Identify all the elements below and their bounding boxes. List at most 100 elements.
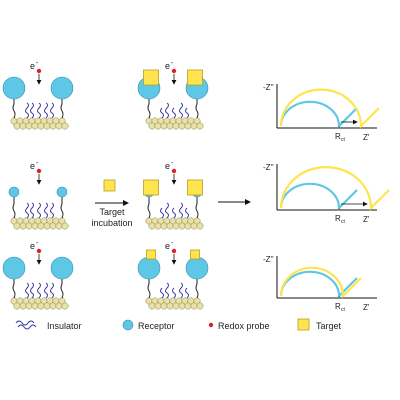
legend-receptor: Receptor: [138, 321, 175, 331]
curve-after-incubation: [279, 88, 380, 129]
insulator-chain: [172, 287, 176, 299]
gold-bead: [19, 222, 27, 230]
gold-bead: [43, 302, 51, 310]
legend-target: Target: [316, 321, 342, 331]
redox-probe: [36, 68, 42, 74]
gold-bead: [172, 222, 180, 230]
gold-bead: [25, 122, 33, 130]
gold-bead: [172, 302, 180, 310]
rct-subscript: ct: [341, 219, 346, 225]
insulator-chain: [37, 202, 41, 219]
gold-bead: [160, 122, 168, 130]
receptor-linker: [12, 99, 16, 119]
x-axis-label: Z': [363, 215, 370, 224]
electrode-panel: e-: [137, 240, 209, 310]
gold-bead: [37, 222, 45, 230]
receptor-linker: [60, 99, 64, 119]
gold-bead: [166, 302, 174, 310]
receptor-linker: [12, 197, 16, 219]
insulator-chain: [44, 102, 48, 119]
gold-bead: [19, 122, 27, 130]
rct-subscript: ct: [341, 307, 346, 313]
electron-label: e: [30, 241, 35, 251]
gold-bead: [148, 122, 156, 130]
insulator-chain: [25, 202, 29, 219]
gold-bead: [43, 122, 51, 130]
redox-probe: [171, 168, 177, 174]
bound-target: [187, 179, 203, 196]
gold-bead: [148, 222, 156, 230]
insulator-chain: [185, 107, 189, 119]
gold-bead: [61, 122, 69, 130]
curve-before-incubation: [279, 100, 358, 129]
incubation-step: Target incubation: [91, 179, 133, 228]
rct-label: R: [335, 132, 341, 141]
gold-bead: [184, 122, 192, 130]
electrode-panel: e-: [2, 60, 74, 130]
receptor-linker: [195, 99, 199, 119]
receptor-linker: [147, 279, 151, 299]
insulator-chain: [25, 102, 29, 119]
rct-label: R: [335, 302, 341, 311]
gold-bead: [61, 302, 69, 310]
electron-charge: -: [171, 240, 174, 247]
receptor-particle: [50, 76, 74, 100]
gold-bead: [43, 222, 51, 230]
gold-bead: [154, 222, 162, 230]
y-axis-label: -Z'': [263, 255, 274, 264]
bound-target: [143, 179, 159, 196]
gold-bead: [178, 222, 186, 230]
gold-bead: [196, 122, 204, 130]
gold-bead: [37, 302, 45, 310]
electron-charge: -: [171, 60, 174, 67]
receptor-particle: [8, 186, 20, 198]
target-legend-icon: [297, 318, 310, 331]
gold-bead: [13, 302, 21, 310]
gold-bead: [154, 122, 162, 130]
gold-bead: [25, 302, 33, 310]
insulator-chain: [160, 207, 164, 219]
insulator-chain: [185, 287, 189, 299]
receptor-linker: [60, 197, 64, 219]
insulator-chain: [37, 282, 41, 299]
insulator-chain: [50, 202, 54, 219]
electron-label: e: [30, 161, 35, 171]
insulator-chain: [37, 102, 41, 119]
receptor-linker: [147, 99, 151, 119]
receptor-linker: [195, 197, 199, 219]
gold-bead: [55, 122, 63, 130]
insulator-chain: [44, 202, 48, 219]
gold-bead: [49, 222, 57, 230]
electron-charge: -: [36, 60, 39, 67]
gold-bead: [190, 122, 198, 130]
gold-bead: [166, 122, 174, 130]
insulator-chain: [160, 107, 164, 119]
rct-label: R: [335, 214, 341, 223]
gold-bead: [55, 222, 63, 230]
electron-label: e: [165, 161, 170, 171]
insulator-chain: [165, 202, 169, 219]
insulator-chain: [172, 207, 176, 219]
bound-target: [187, 69, 203, 86]
gold-bead: [61, 222, 69, 230]
electrode-panel: e-: [8, 160, 69, 230]
x-axis-label: Z': [363, 303, 370, 312]
redox-probe-legend-icon: [208, 322, 214, 328]
insulator-chain: [30, 282, 34, 299]
redox-probe: [36, 248, 42, 254]
insulator-chain: [25, 282, 29, 299]
target-icon: [103, 179, 116, 192]
gold-bead: [25, 222, 33, 230]
insulator-chain: [50, 102, 54, 119]
gold-bead: [190, 222, 198, 230]
receptor-particle: [137, 256, 161, 280]
after-incubation-column: e-e-e-: [137, 60, 209, 310]
gold-bead: [31, 302, 39, 310]
electrode-panel: e-: [2, 240, 74, 310]
rct-subscript: ct: [341, 137, 346, 143]
legend: Insulator Receptor Redox probe Target: [15, 318, 342, 331]
